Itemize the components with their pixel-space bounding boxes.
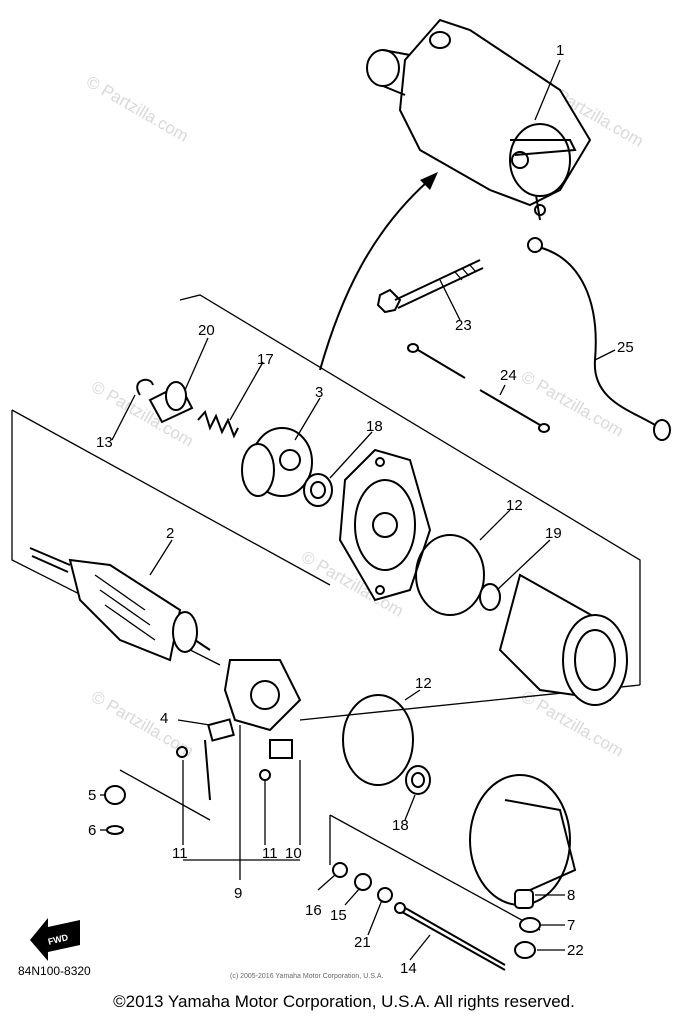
circlip-13: [136, 378, 154, 396]
watermark: © Partzilla.com: [518, 367, 627, 441]
callout-2: 2: [166, 525, 174, 542]
washer-19: [479, 583, 501, 611]
callout-25: 25: [617, 339, 634, 356]
watermark: © Partzilla.com: [83, 72, 192, 146]
o-ring-12-lower: [342, 694, 414, 786]
exploded-frame-lines: [11, 294, 641, 931]
callout-18b: 18: [392, 817, 409, 834]
rear-cover: [469, 774, 577, 906]
footer-copyright: ©2013 Yamaha Motor Corporation, U.S.A. A…: [113, 992, 575, 1011]
washer-18-lower: [405, 765, 431, 795]
cap-8: [514, 889, 534, 909]
watermark: © Partzilla.com: [88, 687, 197, 761]
callout-3: 3: [315, 384, 323, 401]
clutch-3: [241, 427, 313, 497]
washer-15: [354, 873, 372, 891]
callout-14: 14: [400, 960, 417, 977]
callout-17: 17: [257, 351, 274, 368]
callout-24: 24: [500, 367, 517, 384]
lead-24: [407, 343, 550, 433]
callout-11b: 11: [262, 845, 278, 862]
callout-10: 10: [285, 845, 302, 862]
brush-plate: [207, 659, 302, 759]
o-ring-12-upper: [415, 534, 485, 616]
nut-7: [519, 917, 541, 933]
assembly-arrow: [319, 174, 436, 371]
small-copyright: (c) 2005-2016 Yamaha Motor Corporation, …: [230, 973, 383, 980]
arrow-head: [420, 172, 438, 190]
callout-16: 16: [305, 902, 322, 919]
yoke: [498, 573, 628, 706]
washer-18-upper: [303, 473, 333, 507]
front-cover: [338, 448, 432, 602]
callout-12b: 12: [415, 675, 432, 692]
callout-9: 9: [234, 885, 242, 902]
forward-arrow-icon: FWD: [30, 918, 80, 961]
through-bolt-14: [399, 904, 506, 971]
callout-21: 21: [354, 934, 371, 951]
callout-22: 22: [567, 942, 584, 959]
callout-15: 15: [330, 907, 347, 924]
washer-21: [377, 887, 393, 903]
callout-13: 13: [96, 434, 113, 451]
callout-18a: 18: [366, 418, 383, 435]
brush-lead-4: [204, 739, 211, 801]
bolt-23: [376, 259, 484, 314]
diagram-code: 84N100-8320: [18, 964, 91, 978]
nut-5: [104, 785, 126, 805]
callout-11a: 11: [172, 845, 188, 862]
callout-23: 23: [455, 317, 472, 334]
nut-22: [514, 941, 536, 959]
forward-label: FWD: [47, 932, 70, 947]
washer-16: [332, 862, 348, 878]
spring-17: [197, 409, 239, 439]
callout-5: 5: [88, 787, 96, 804]
leader-lines: [100, 59, 616, 961]
callout-4: 4: [160, 710, 168, 727]
washer-6: [106, 825, 124, 835]
armature-2: [29, 547, 211, 662]
callout-1: 1: [556, 42, 564, 59]
callout-7: 7: [567, 917, 575, 934]
callout-6: 6: [88, 822, 96, 839]
callout-8: 8: [567, 887, 575, 904]
callout-12a: 12: [506, 497, 523, 514]
callout-19: 19: [545, 525, 562, 542]
callout-20: 20: [198, 322, 215, 339]
starter-motor-assembly: [366, 18, 592, 221]
